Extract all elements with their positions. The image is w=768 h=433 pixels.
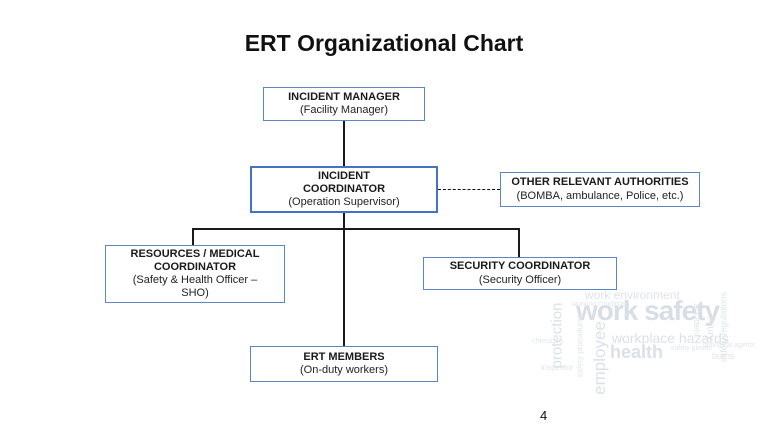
org-node-security-coordinator: SECURITY COORDINATOR (Security Officer) bbox=[423, 257, 617, 290]
watermark-word: working conditions bbox=[572, 301, 630, 308]
watermark-word: inspector bbox=[541, 363, 574, 372]
org-node-incident-manager: INCIDENT MANAGER (Facility Manager) bbox=[263, 87, 425, 121]
node-subtitle: (BOMBA, ambulance, Police, etc.) bbox=[516, 189, 684, 202]
node-title: OTHER RELEVANT AUTHORITIES bbox=[511, 176, 689, 189]
org-node-other-relevant-authorities: OTHER RELEVANT AUTHORITIES (BOMBA, ambul… bbox=[500, 172, 700, 207]
watermark-word: safety procedures bbox=[575, 313, 585, 378]
page-title: ERT Organizational Chart bbox=[244, 30, 524, 56]
connector-coordinator-to-authorities-dashed bbox=[438, 189, 500, 190]
node-title: RESOURCES / MEDICAL COORDINATOR bbox=[130, 247, 260, 273]
watermark-word: work environment bbox=[585, 288, 680, 302]
node-subtitle: (Operation Supervisor) bbox=[288, 196, 400, 209]
node-subtitle: (On-duty workers) bbox=[299, 364, 389, 376]
watermark-word: protection bbox=[548, 302, 566, 369]
watermark-word: biological agents bbox=[703, 342, 756, 349]
connector-coordinator-to-ert-members bbox=[343, 213, 345, 346]
page-number: 4 bbox=[540, 408, 548, 423]
watermark-word: accident bbox=[691, 303, 702, 337]
watermark-word: employee bbox=[589, 321, 609, 395]
node-title: ERT MEMBERS bbox=[303, 350, 385, 363]
watermark-word: workplace hazards bbox=[612, 330, 729, 346]
org-node-ert-members: ERT MEMBERS (On-duty workers) bbox=[250, 346, 438, 382]
watermark-word: health bbox=[610, 342, 664, 362]
watermark-word: injury bbox=[704, 316, 716, 341]
connector-manager-to-coordinator bbox=[343, 121, 345, 166]
watermark-word: work safety bbox=[576, 295, 720, 326]
org-node-resources-medical-coordinator: RESOURCES / MEDICAL COORDINATOR (Safety … bbox=[105, 245, 285, 303]
watermark-word: burns bbox=[712, 351, 735, 361]
watermark-word: safety gloves bbox=[671, 345, 712, 352]
watermark-word: safety regulations bbox=[718, 291, 729, 363]
node-subtitle: (Security Officer) bbox=[478, 273, 562, 286]
node-title: INCIDENT MANAGER bbox=[288, 90, 400, 103]
node-title: SECURITY COORDINATOR bbox=[449, 260, 591, 273]
node-subtitle: (Facility Manager) bbox=[299, 104, 389, 116]
connector-drop-resources bbox=[192, 228, 194, 246]
node-subtitle: (Safety & Health Officer – SHO) bbox=[132, 274, 258, 300]
node-title: INCIDENT COORDINATOR bbox=[302, 169, 386, 195]
org-node-incident-coordinator: INCIDENT COORDINATOR (Operation Supervis… bbox=[250, 166, 438, 213]
watermark-word: chemicals bbox=[532, 338, 564, 345]
connector-branch-bar bbox=[192, 228, 520, 230]
connector-drop-security bbox=[518, 228, 520, 258]
